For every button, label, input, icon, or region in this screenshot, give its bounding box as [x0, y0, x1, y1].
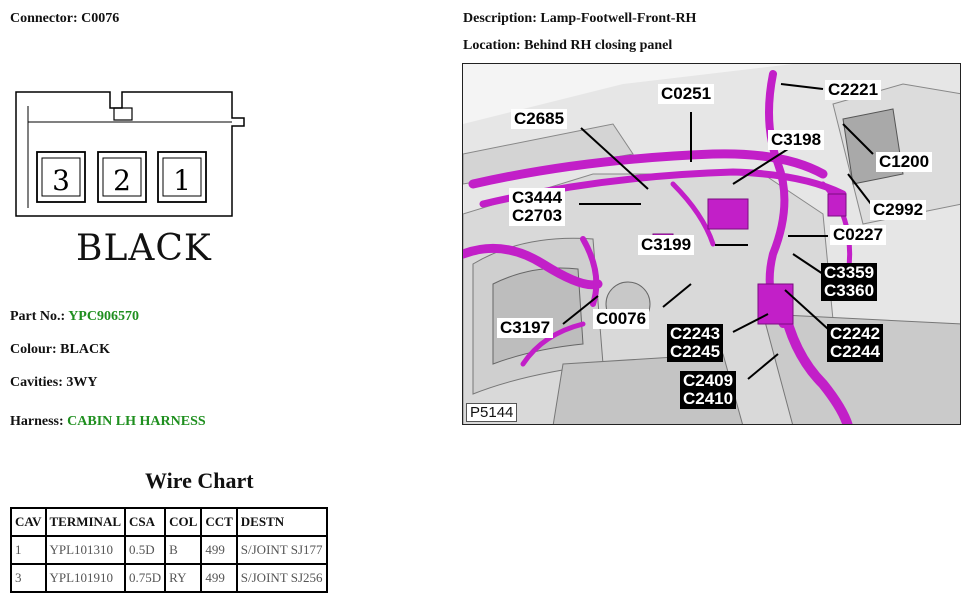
cell-csa: 0.75D: [124, 563, 167, 593]
colour-row: Colour: BLACK: [10, 342, 110, 358]
callout-c0227: C0227: [830, 225, 887, 245]
callout-c2242-c2244: C2242 C2244: [827, 324, 884, 362]
cell-cct: 499: [200, 563, 238, 593]
cavities-value: 3WY: [66, 375, 98, 390]
wire-chart-table: CAV TERMINAL CSA COL CCT DESTN 1 YPL1013…: [10, 507, 328, 593]
connector-label: Connector:: [10, 11, 78, 26]
wire-chart-title: Wire Chart: [145, 468, 254, 493]
photo-id-label: P5144: [466, 403, 518, 422]
pin-label: 3: [52, 164, 70, 197]
description-label: Description:: [463, 11, 537, 26]
pin-label: 2: [113, 164, 131, 197]
cell-cct: 499: [200, 535, 238, 565]
pin-label: 1: [173, 164, 191, 197]
location-heading: Location: Behind RH closing panel: [463, 38, 672, 54]
drawing-colour-text: BLACK: [76, 228, 212, 269]
harness-row: Harness: CABIN LH HARNESS: [10, 414, 206, 430]
cell-destn: S/JOINT SJ177: [235, 535, 328, 565]
part-no-label: Part No.:: [10, 309, 66, 324]
part-no-row: Part No.: YPC906570: [10, 309, 139, 325]
callout-c2221: C2221: [825, 80, 882, 100]
callout-c3444-c2703: C3444 C2703: [509, 188, 566, 226]
location-label: Location:: [463, 38, 521, 53]
callout-c3197: C3197: [497, 318, 554, 338]
cell-cav: 1: [10, 535, 47, 565]
cell-csa: 0.5D: [124, 535, 167, 565]
harness-link[interactable]: CABIN LH HARNESS: [67, 414, 206, 429]
cell-terminal: YPL101310: [44, 535, 127, 565]
dashboard-harness-illustration: [463, 64, 960, 424]
cavity-3: 3: [36, 151, 86, 203]
cell-destn: S/JOINT SJ256: [235, 563, 328, 593]
colour-label: Colour:: [10, 342, 57, 357]
callout-c3199: C3199: [638, 235, 695, 255]
cavity-1: 1: [157, 151, 207, 203]
callout-c0076: C0076: [593, 309, 650, 329]
table-row: 1 YPL101310 0.5D B 499 S/JOINT SJ177: [10, 535, 328, 565]
callout-c2409-c2410: C2409 C2410: [680, 371, 737, 409]
connector-heading: Connector: C0076: [10, 11, 119, 27]
callout-c2243-c2245: C2243 C2245: [667, 324, 724, 362]
callout-c0251: C0251: [658, 84, 715, 104]
harness-label: Harness:: [10, 414, 64, 429]
connector-value: C0076: [81, 11, 120, 26]
col-col: COL: [164, 507, 203, 537]
table-row: 3 YPL101910 0.75D RY 499 S/JOINT SJ256: [10, 563, 328, 593]
description-heading: Description: Lamp-Footwell-Front-RH: [463, 11, 696, 27]
cell-terminal: YPL101910: [44, 563, 127, 593]
cell-cav: 3: [10, 563, 47, 593]
callout-c2685: C2685: [511, 109, 568, 129]
cell-col: B: [164, 535, 203, 565]
cavities-label: Cavities:: [10, 375, 63, 390]
callout-c2992: C2992: [870, 200, 927, 220]
cell-col: RY: [164, 563, 203, 593]
connector-face-drawing: 3 2 1: [15, 91, 245, 217]
location-value: Behind RH closing panel: [524, 38, 673, 53]
cavities-row: Cavities: 3WY: [10, 375, 98, 391]
callout-c1200: C1200: [876, 152, 933, 172]
col-cav: CAV: [10, 507, 47, 537]
callout-c3359-c3360: C3359 C3360: [821, 263, 878, 301]
callout-c3198: C3198: [768, 130, 825, 150]
col-terminal: TERMINAL: [44, 507, 127, 537]
part-no-link[interactable]: YPC906570: [68, 309, 139, 324]
col-csa: CSA: [124, 507, 167, 537]
description-value: Lamp-Footwell-Front-RH: [540, 11, 697, 26]
location-illustration: C2221 C0251 C2685 C3198 C1200 C3444 C270…: [462, 63, 961, 425]
cavity-2: 2: [97, 151, 147, 203]
col-cct: CCT: [200, 507, 238, 537]
col-destn: DESTN: [235, 507, 328, 537]
table-header-row: CAV TERMINAL CSA COL CCT DESTN: [10, 507, 328, 537]
colour-value: BLACK: [60, 342, 110, 357]
